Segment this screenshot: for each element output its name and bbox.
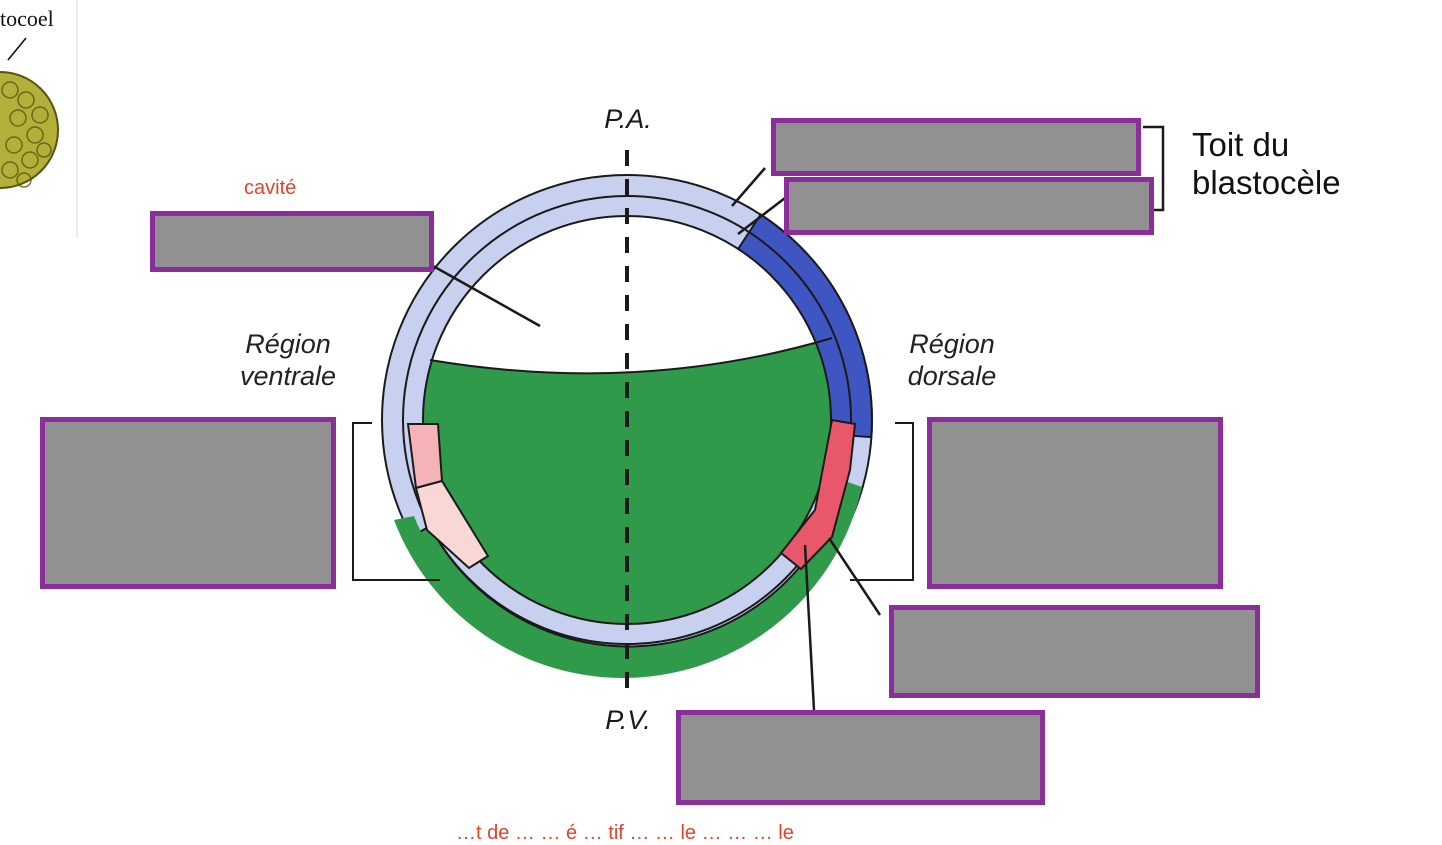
leader-roof-lower bbox=[737, 197, 786, 235]
answer-box-dorsal-lower[interactable] bbox=[889, 605, 1260, 698]
leader-cavity bbox=[432, 264, 541, 328]
pole-animal-label: P.A. bbox=[604, 104, 652, 134]
thumbnail-label: tocoel bbox=[0, 6, 54, 31]
roof-bracket bbox=[1143, 125, 1165, 212]
pole-vegetal-label: P.V. bbox=[605, 705, 651, 735]
answer-box-cavity[interactable] bbox=[150, 211, 434, 272]
leader-roof-upper bbox=[731, 167, 766, 207]
region-ventral-label: Région ventrale bbox=[239, 329, 337, 391]
dorsal-bracket bbox=[850, 422, 914, 581]
answer-box-ventral[interactable] bbox=[40, 417, 336, 589]
answer-box-bottom[interactable] bbox=[676, 710, 1045, 805]
roof-label: Toit du blastocèle bbox=[1192, 126, 1341, 201]
region-dorsal-label: Région dorsale bbox=[907, 329, 997, 391]
answer-box-dorsal[interactable] bbox=[927, 417, 1223, 589]
bottom-hint: …t de … … é … tif … … le … … … le bbox=[456, 822, 794, 844]
leader-bottom bbox=[803, 544, 816, 711]
leader-dorsal-lower bbox=[827, 537, 882, 616]
answer-box-roof-upper[interactable] bbox=[771, 118, 1141, 176]
cavity-hint: cavité bbox=[244, 177, 297, 199]
dorsal-mesoderm-red bbox=[779, 418, 857, 571]
embryo-thumbnail-image bbox=[0, 0, 78, 238]
ventral-bracket bbox=[352, 422, 440, 581]
embryo-thumbnail: tocoel bbox=[0, 0, 78, 238]
answer-box-roof-lower[interactable] bbox=[784, 177, 1154, 235]
ventral-mesoderm-pale bbox=[414, 479, 490, 570]
